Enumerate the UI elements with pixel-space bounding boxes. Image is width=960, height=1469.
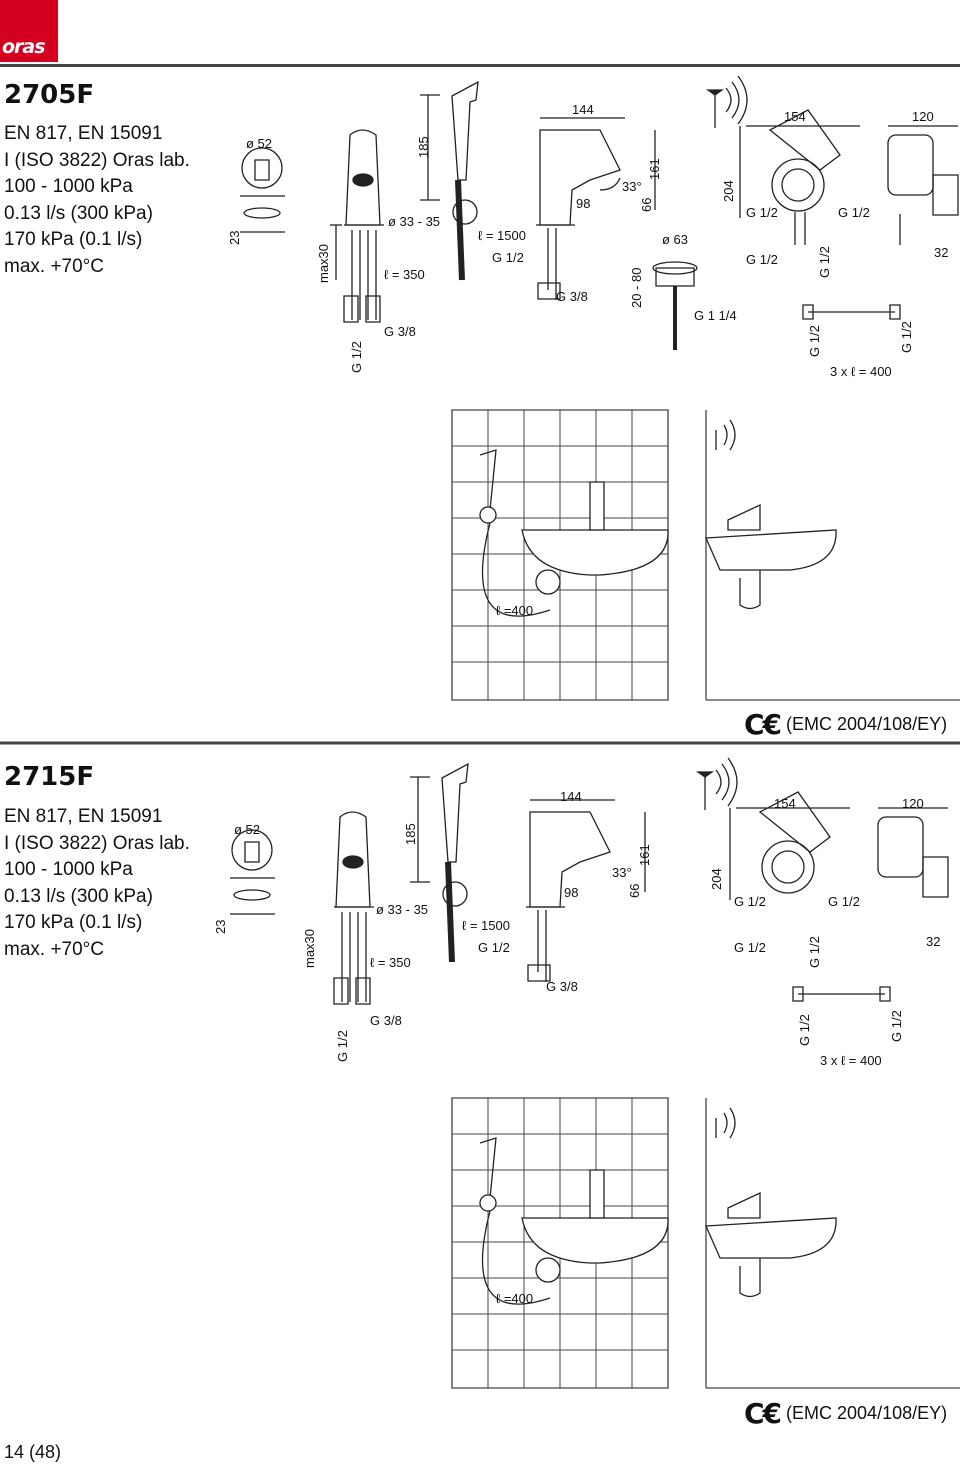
dim-label: 98 (576, 196, 591, 211)
battery-box (888, 135, 933, 195)
dim-label: ø 33 - 35 (376, 902, 429, 917)
dim-label: 66 (627, 883, 642, 898)
model-title: 2715F (4, 762, 95, 792)
dim-label: 144 (560, 789, 582, 804)
faucet-front-view (346, 130, 380, 225)
sensor-symbol-icon (255, 160, 269, 180)
washbasin-front (522, 530, 668, 575)
dim-label: G 1 1/4 (694, 308, 737, 323)
dim-label: 3 x ℓ = 400 (830, 364, 892, 379)
dim-label: 32 (926, 934, 941, 949)
dim-label: G 3/8 (556, 289, 588, 304)
dim-label: ø 33 - 35 (388, 214, 441, 229)
ce-emc-mark: C€ (EMC 2004/108/EY) (744, 708, 947, 741)
dim-label: G 3/8 (384, 324, 416, 339)
spec-line: max. +70°C (4, 255, 105, 277)
emc-text: (EMC 2004/108/EY) (786, 1403, 948, 1423)
spec-line: 100 - 1000 kPa (4, 859, 133, 880)
dim-label: 144 (572, 102, 594, 117)
model-title: 2705F (4, 80, 95, 110)
ce-mark-icon: C€ (744, 1397, 782, 1430)
dim-label: G 3/8 (370, 1013, 402, 1028)
ce-mark-icon: C€ (744, 708, 782, 741)
dim-label: 120 (902, 796, 924, 811)
spec-line: EN 817, EN 15091 (4, 123, 163, 144)
dim-label: 32 (934, 245, 949, 260)
dim-label: G 1/2 (734, 894, 766, 909)
antenna-icon (708, 90, 722, 95)
dim-label: 120 (912, 109, 934, 124)
dim-label: 185 (403, 823, 418, 845)
dim-label: G 1/2 (746, 252, 778, 267)
oras-logo: oras (0, 0, 58, 62)
dim-label: 154 (774, 796, 796, 811)
dim-label: 33° (612, 865, 632, 880)
dim-label: ℓ = 350 (384, 267, 425, 282)
dim-label: 98 (564, 885, 579, 900)
spec-line: max. +70°C (4, 938, 105, 960)
spec-line: 100 - 1000 kPa (4, 176, 133, 197)
dim-label: 154 (784, 109, 806, 124)
spec-line: 0.13 l/s (300 kPa) (4, 885, 153, 907)
dim-label: G 1/2 (478, 940, 510, 955)
wireless-signal-icon (726, 76, 747, 124)
section-divider-top (0, 64, 960, 67)
washbasin-side (706, 530, 836, 570)
dim-label: G 1/2 (746, 205, 778, 220)
dim-label: ℓ = 1500 (478, 228, 526, 243)
control-unit (772, 159, 824, 211)
ce-emc-mark: C€ (EMC 2004/108/EY) (744, 1397, 947, 1430)
dim-label: ø 63 (662, 232, 689, 247)
dim-label: ℓ = 1500 (462, 918, 510, 933)
dim-label: 33° (622, 179, 642, 194)
technical-drawings (0, 0, 960, 740)
dim-label: G 1/2 (889, 1010, 904, 1042)
spec-list: EN 817, EN 15091 I (ISO 3822) Oras lab. … (4, 121, 190, 280)
aerator-disc-icon (244, 208, 280, 218)
dim-label: 161 (637, 844, 652, 866)
spec-line: I (ISO 3822) Oras lab. (4, 149, 190, 171)
spec-line: I (ISO 3822) Oras lab. (4, 832, 190, 854)
spec-line: EN 817, EN 15091 (4, 806, 163, 827)
dim-label: G 1/2 (838, 205, 870, 220)
dim-label: ℓ =400 (496, 603, 534, 618)
dim-label: max30 (302, 928, 317, 968)
dim-label: G 1/2 (828, 894, 860, 909)
drain-waste (653, 262, 697, 274)
dim-label: ø 52 (246, 136, 273, 151)
spec-line: 170 kPa (0.1 l/s) (4, 229, 143, 250)
mixer-on-basin (590, 482, 604, 530)
dim-label: G 1/2 (335, 1030, 350, 1062)
spec-line: 170 kPa (0.1 l/s) (4, 912, 143, 933)
aerator-detail-icon (242, 148, 282, 188)
spec-line: 0.13 l/s (300 kPa) (4, 202, 153, 224)
dim-label: ℓ =400 (496, 1291, 534, 1306)
dim-label: G 1/2 (492, 250, 524, 265)
dim-label: 23 (213, 919, 228, 934)
dim-label: G 1/2 (807, 936, 822, 968)
logo-text: oras (2, 36, 46, 58)
dim-label: ℓ = 350 (370, 955, 411, 970)
dim-label: 204 (709, 868, 724, 890)
dim-label: G 3/8 (546, 979, 578, 994)
dim-label: G 1/2 (797, 1014, 812, 1046)
page-number: 14 (48) (4, 1442, 62, 1462)
dim-label: ø 52 (234, 822, 261, 837)
emc-text: (EMC 2004/108/EY) (786, 714, 948, 734)
spec-list: EN 817, EN 15091 I (ISO 3822) Oras lab. … (4, 804, 190, 963)
dim-label: 3 x ℓ = 400 (820, 1053, 882, 1068)
dim-label: G 1/2 (734, 940, 766, 955)
